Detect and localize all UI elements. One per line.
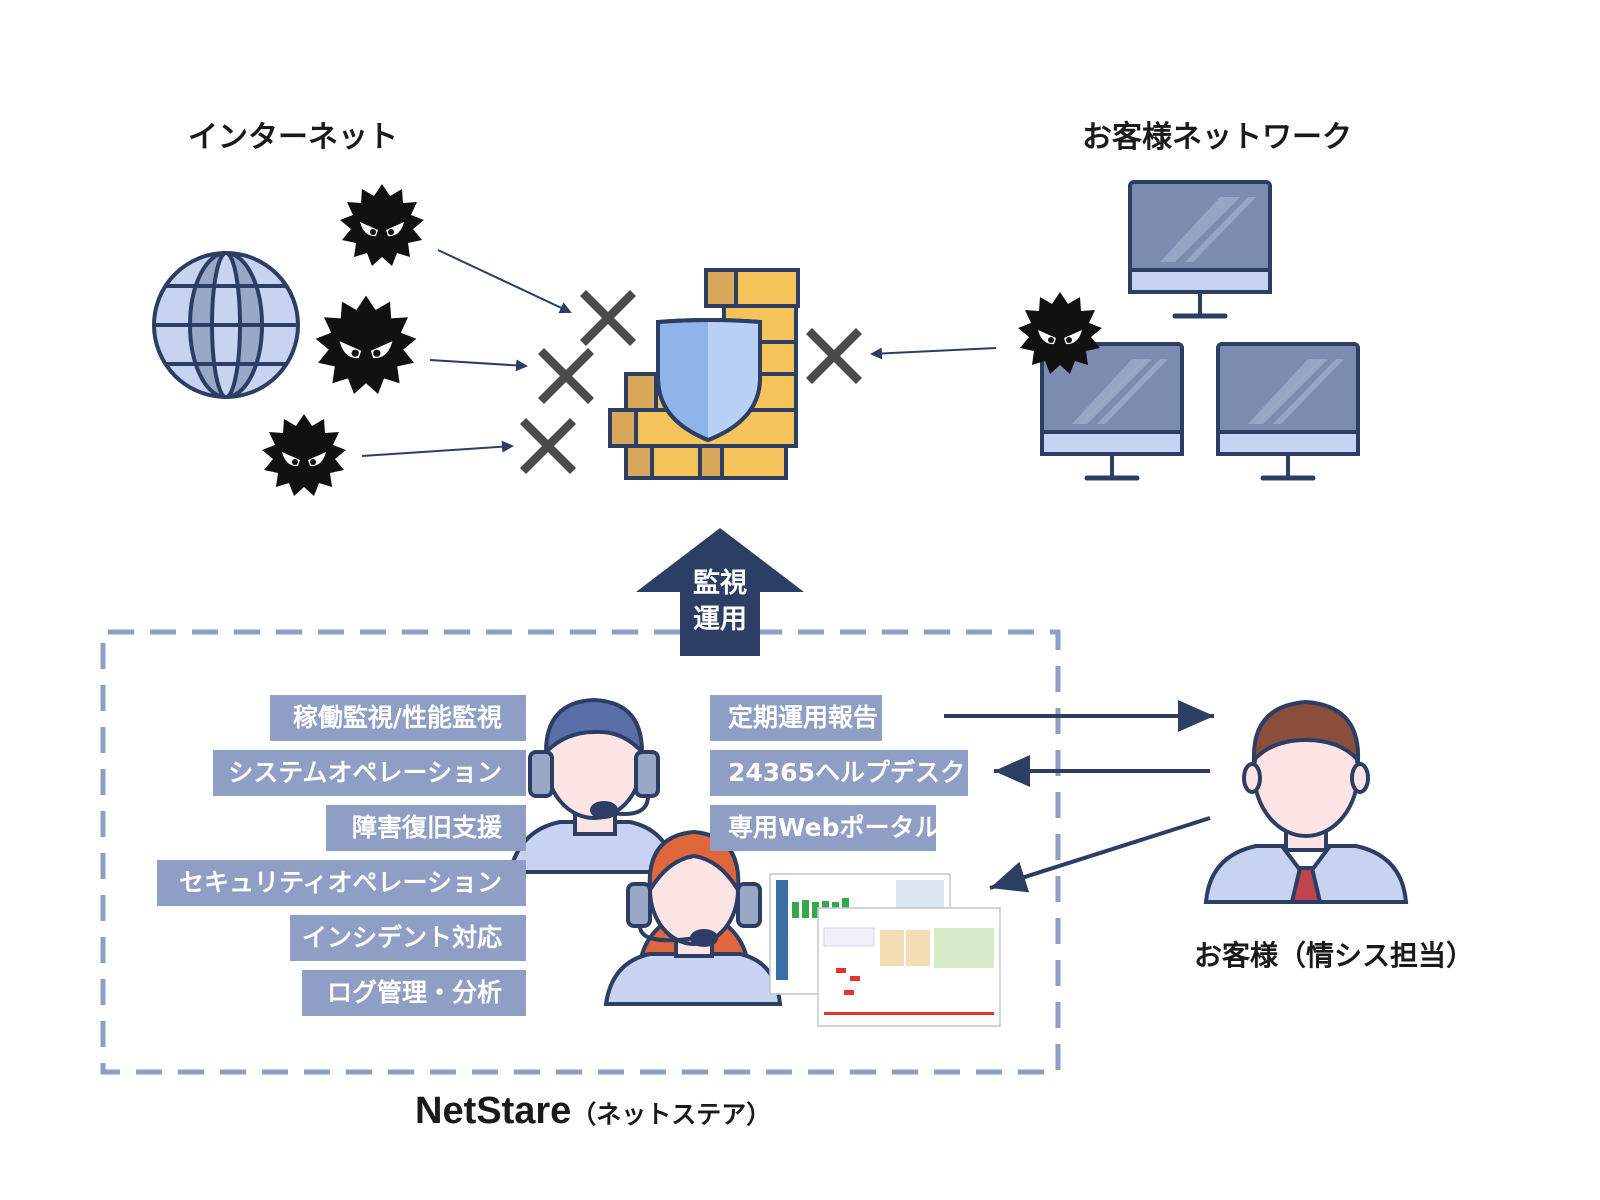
- internet-heading: インターネット: [188, 120, 398, 155]
- service-incident-response: インシデント対応: [290, 915, 526, 961]
- service-periodic-report: 定期運用報告: [710, 695, 882, 741]
- monitoring-up-arrow: [636, 528, 804, 656]
- customer-label: お客様（情シス担当）: [1194, 939, 1475, 972]
- service-operation-monitoring: 稼働監視/性能監視: [270, 695, 526, 741]
- virus-icon: [340, 184, 424, 266]
- x-mark-icon: [520, 418, 576, 474]
- monitor-icon: [1218, 344, 1358, 478]
- virus-icon: [315, 295, 417, 394]
- service-log-analysis: ログ管理・分析: [302, 970, 526, 1016]
- arrow-label-line2: 運用: [693, 604, 747, 635]
- netstare-reading: （ネットステア）: [571, 1100, 772, 1129]
- operator-headset-icon: [507, 697, 679, 874]
- netstare-name: NetStare: [415, 1090, 572, 1132]
- x-mark-icon: [806, 328, 862, 384]
- firewall-shield-icon: [608, 268, 800, 480]
- customer-network-heading: お客様ネットワーク: [1082, 120, 1352, 155]
- globe-icon: [152, 251, 300, 399]
- monitor-icon: [1130, 182, 1270, 316]
- service-helpdesk: 24365ヘルプデスク: [710, 750, 968, 796]
- service-recovery-support: 障害復旧支援: [326, 805, 526, 851]
- customer-avatar-icon: [1203, 699, 1409, 904]
- x-mark-icon: [580, 290, 636, 346]
- x-mark-icon: [538, 348, 594, 404]
- monitoring-arrow-label: 監視 運用: [680, 566, 760, 638]
- service-web-portal: 専用Webポータル: [710, 805, 940, 851]
- virus-icon: [262, 414, 346, 496]
- service-security-operation: セキュリティオペレーション: [157, 860, 526, 906]
- operator-headset-icon: [603, 829, 783, 1006]
- netstare-boundary: [100, 629, 1061, 1075]
- arrow-label-line1: 監視: [693, 568, 747, 599]
- service-system-operation: システムオペレーション: [213, 750, 526, 796]
- netstare-label: NetStare（ネットステア）: [415, 1090, 771, 1133]
- portal-screenshot: [769, 873, 1001, 1027]
